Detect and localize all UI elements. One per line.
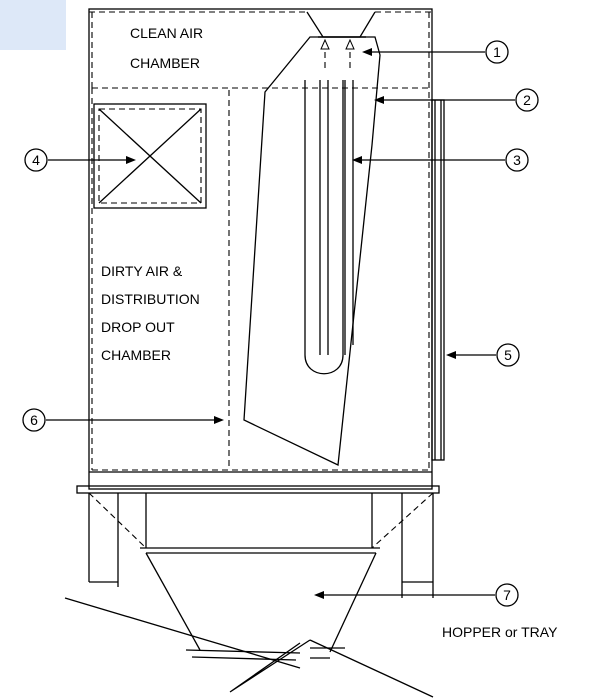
filter-bag xyxy=(243,36,381,466)
svg-text:DROP OUT: DROP OUT xyxy=(101,319,175,335)
hopper-label: HOPPER or TRAY xyxy=(442,624,558,640)
svg-text:CHAMBER: CHAMBER xyxy=(101,347,171,363)
clean-air-chamber-outline xyxy=(89,11,432,472)
callout-2: 2 xyxy=(515,88,539,112)
svg-text:4: 4 xyxy=(32,152,40,168)
callout-7: 7 xyxy=(495,583,519,607)
hopper xyxy=(64,492,434,698)
dirty-air-chamber-outline xyxy=(91,88,429,471)
pulse-jet-arrows xyxy=(320,38,355,68)
hopper-flange xyxy=(76,485,440,494)
svg-text:1: 1 xyxy=(493,44,501,60)
svg-text:CHAMBER: CHAMBER xyxy=(130,55,200,71)
svg-text:6: 6 xyxy=(30,412,38,428)
svg-text:5: 5 xyxy=(504,347,512,363)
dirty-air-chamber-label: DIRTY AIR & DISTRIBUTION DROP OUT CHAMBE… xyxy=(101,263,200,363)
callout-1: 1 xyxy=(485,40,509,64)
svg-text:CLEAN AIR: CLEAN AIR xyxy=(130,25,203,41)
callout-3: 3 xyxy=(505,148,529,172)
svg-text:DIRTY AIR &: DIRTY AIR & xyxy=(101,263,183,279)
access-door-inlet xyxy=(93,103,207,209)
svg-text:3: 3 xyxy=(513,152,521,168)
callout-5: 5 xyxy=(496,343,520,367)
leader-lines xyxy=(46,48,515,599)
bag-cage xyxy=(304,80,354,375)
svg-text:2: 2 xyxy=(523,92,531,108)
svg-text:DISTRIBUTION: DISTRIBUTION xyxy=(101,291,200,307)
clean-air-chamber-label: CLEAN AIR CHAMBER xyxy=(130,25,203,71)
callout-6: 6 xyxy=(22,408,46,432)
callout-4: 4 xyxy=(24,148,48,172)
svg-text:7: 7 xyxy=(503,587,511,603)
